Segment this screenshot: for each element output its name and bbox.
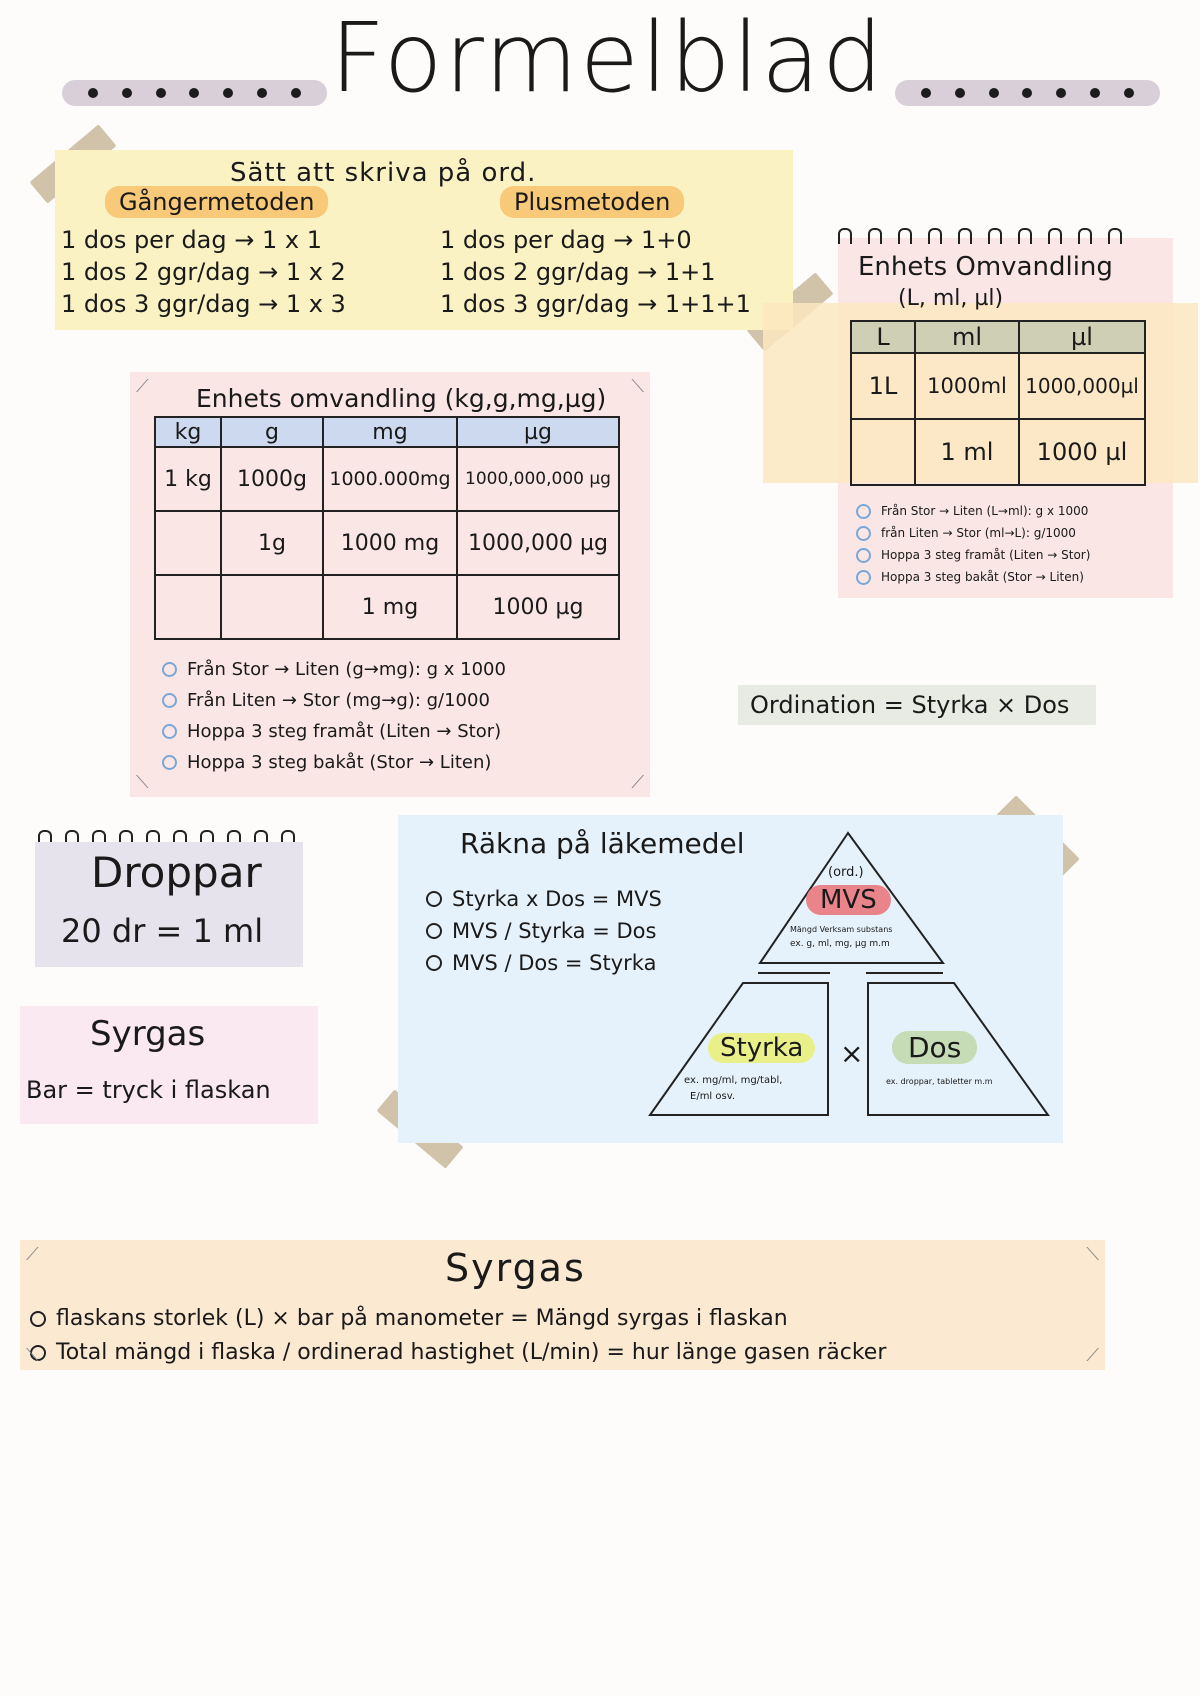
volume-bullet: Från Stor → Liten (L→ml): g x 1000 xyxy=(856,500,1090,522)
mass-cell: 1000 µg xyxy=(456,574,620,640)
times-sign: × xyxy=(840,1037,864,1070)
mass-bullet: Hoppa 3 steg framåt (Liten → Stor) xyxy=(162,716,506,747)
rakna-card: Räkna på läkemedel Styrka x Dos = MVS MV… xyxy=(398,815,1063,1143)
syrgas-big-title: Syrgas xyxy=(445,1246,586,1290)
syrgas-big-card: Syrgas flaskans storlek (L) × bar på man… xyxy=(20,1240,1105,1370)
title-decoration-right xyxy=(895,80,1160,106)
styrka-examples: ex. mg/ml, mg/tabl, xyxy=(684,1075,783,1086)
volume-cell: 1000,000µl xyxy=(1018,352,1146,420)
volume-bullet: Hoppa 3 steg bakåt (Stor → Liten) xyxy=(856,566,1090,588)
volume-cell xyxy=(850,418,916,486)
mass-table: kg g mg µg 1 kg 1000g 1000.000mg 1000,00… xyxy=(154,416,620,640)
dos-label: Dos xyxy=(892,1031,978,1064)
rakna-heading: Räkna på läkemedel xyxy=(460,827,745,860)
mvs-examples: ex. g, ml, mg, µg m.m xyxy=(790,939,890,949)
droppar-spiral-rings xyxy=(38,830,295,846)
volume-spiral-rings xyxy=(838,228,1122,244)
styrka-label: Styrka xyxy=(708,1033,816,1063)
mass-header: µg xyxy=(456,416,620,448)
triangle-top xyxy=(758,831,945,964)
syrgas-small-card: Syrgas Bar = tryck i flaskan xyxy=(20,1006,318,1124)
volume-subheading: (L, ml, µl) xyxy=(898,286,1004,311)
volume-cell: 1000ml xyxy=(914,352,1020,420)
ganger-line: 1 dos per dag → 1 x 1 xyxy=(61,226,322,254)
plusmetoden-label: Plusmetoden xyxy=(500,186,685,218)
mvs-description: Mängd Verksam substans xyxy=(790,925,893,934)
rakna-bullet: Styrka x Dos = MVS xyxy=(426,883,662,915)
mass-bullet: Från Stor → Liten (g→mg): g x 1000 xyxy=(162,654,506,685)
rakna-bullet: MVS / Styrka = Dos xyxy=(426,915,662,947)
ganger-line: 1 dos 2 ggr/dag → 1 x 2 xyxy=(61,258,346,286)
gangermetoden-label: Gångermetoden xyxy=(105,186,329,218)
mass-heading: Enhets omvandling (kg,g,mg,µg) xyxy=(196,384,607,413)
droppar-title: Droppar xyxy=(91,848,262,897)
droppar-formula: 20 dr = 1 ml xyxy=(61,912,264,950)
volume-cell: 1L xyxy=(850,352,916,420)
volume-heading: Enhets Omvandling xyxy=(858,252,1113,282)
mass-cell: 1000g xyxy=(220,446,324,512)
plus-line: 1 dos 2 ggr/dag → 1+1 xyxy=(440,258,716,286)
page-title: Formelblad xyxy=(330,2,885,114)
volume-card: Enhets Omvandling (L, ml, µl) L ml µl 1L… xyxy=(763,238,1198,598)
mass-cell xyxy=(154,510,222,576)
mass-cell: 1 kg xyxy=(154,446,222,512)
mass-cell: 1000,000,000 µg xyxy=(456,446,620,512)
mass-header: kg xyxy=(154,416,222,448)
skriva-heading: Sätt att skriva på ord. xyxy=(230,158,537,188)
volume-cell: 1 ml xyxy=(914,418,1020,486)
mass-cell: 1g xyxy=(220,510,324,576)
mvs-label: MVS xyxy=(806,885,891,915)
mass-header: mg xyxy=(322,416,458,448)
syrgas-big-line: Total mängd i flaska / ordinerad hastigh… xyxy=(30,1336,886,1370)
ganger-line: 1 dos 3 ggr/dag → 1 x 3 xyxy=(61,290,346,318)
formula-triangle xyxy=(648,831,1050,1116)
volume-header: µl xyxy=(1018,320,1146,354)
syrgas-small-title: Syrgas xyxy=(90,1014,206,1054)
volume-header: L xyxy=(850,320,916,354)
mass-cell: 1000,000 µg xyxy=(456,510,620,576)
title-decoration-left xyxy=(62,80,327,106)
mass-card: Enhets omvandling (kg,g,mg,µg) kg g mg µ… xyxy=(130,372,650,797)
volume-bullet: Hoppa 3 steg framåt (Liten → Stor) xyxy=(856,544,1090,566)
ordination-card: Ordination = Styrka × Dos xyxy=(738,685,1096,725)
plus-line: 1 dos per dag → 1+0 xyxy=(440,226,692,254)
mass-cell: 1 mg xyxy=(322,574,458,640)
volume-bullet: från Liten → Stor (ml→L): g/1000 xyxy=(856,522,1090,544)
mass-bullet: Från Liten → Stor (mg→g): g/1000 xyxy=(162,685,506,716)
volume-header: ml xyxy=(914,320,1020,354)
volume-cell: 1000 µl xyxy=(1018,418,1146,486)
plus-line: 1 dos 3 ggr/dag → 1+1+1 xyxy=(440,290,751,318)
ordination-formula: Ordination = Styrka × Dos xyxy=(750,691,1070,719)
mass-cell xyxy=(154,574,222,640)
skriva-card: Sätt att skriva på ord. Gångermetoden Pl… xyxy=(55,150,793,330)
mass-cell xyxy=(220,574,324,640)
triangle-left xyxy=(648,982,829,1116)
triangle-top-note: (ord.) xyxy=(828,865,864,880)
mass-header: g xyxy=(220,416,324,448)
dos-examples: ex. droppar, tabletter m.m xyxy=(886,1077,993,1086)
syrgas-small-formula: Bar = tryck i flaskan xyxy=(26,1076,271,1104)
mass-cell: 1000.000mg xyxy=(322,446,458,512)
mass-cell: 1000 mg xyxy=(322,510,458,576)
rakna-bullet: MVS / Dos = Styrka xyxy=(426,947,662,979)
mass-bullet: Hoppa 3 steg bakåt (Stor → Liten) xyxy=(162,747,506,778)
styrka-examples-2: E/ml osv. xyxy=(690,1091,736,1102)
syrgas-big-line: flaskans storlek (L) × bar på manometer … xyxy=(30,1302,886,1336)
triangle-right xyxy=(867,982,1050,1116)
volume-table: L ml µl 1L 1000ml 1000,000µl 1 ml 1000 µ… xyxy=(850,320,1146,486)
droppar-card: Droppar 20 dr = 1 ml xyxy=(35,842,303,967)
